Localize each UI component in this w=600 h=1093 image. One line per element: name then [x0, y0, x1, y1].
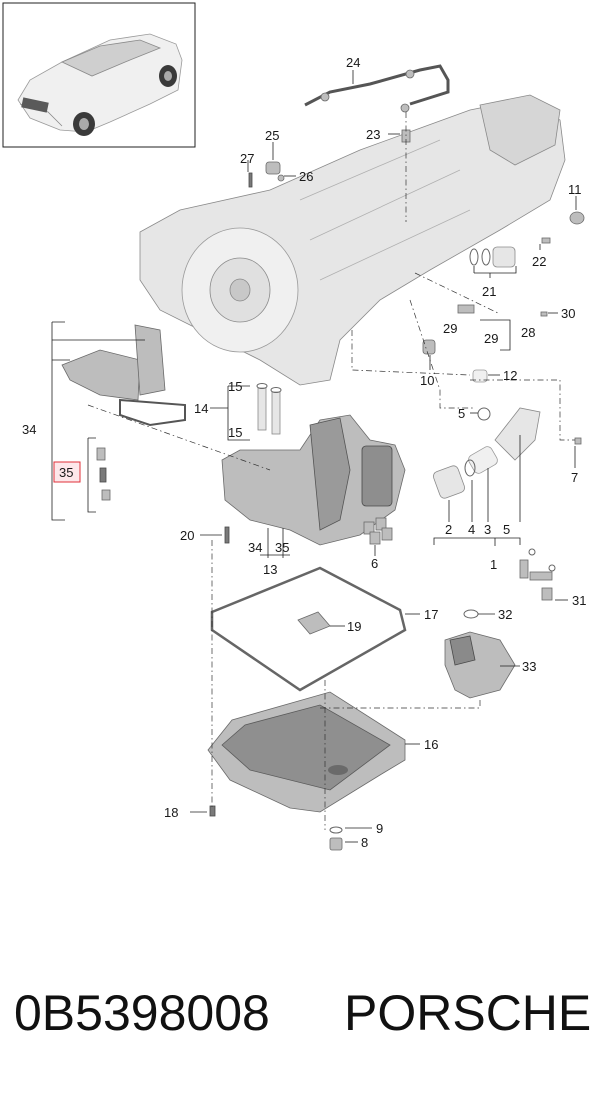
vehicle-thumbnail	[2, 2, 196, 148]
callout-34b: 34	[248, 540, 262, 555]
part-14-tubes	[256, 383, 282, 435]
callout-10: 10	[420, 373, 434, 388]
callout-22: 22	[532, 254, 546, 269]
part-33-pump	[444, 609, 516, 699]
callout-35b: 35	[275, 540, 289, 555]
callout-5a: 5	[458, 406, 465, 421]
part-24-hose	[304, 64, 450, 113]
callout-26: 26	[299, 169, 313, 184]
callout-5b: 5	[503, 522, 510, 537]
callout-13: 13	[263, 562, 277, 577]
callout-12: 12	[503, 368, 517, 383]
callout-27: 27	[240, 151, 254, 166]
callout-33: 33	[522, 659, 536, 674]
solenoid-assembly	[433, 407, 541, 499]
callout-14: 14	[194, 401, 208, 416]
callout-1: 1	[490, 557, 497, 572]
callout-8: 8	[361, 835, 368, 850]
callout-21: 21	[482, 284, 496, 299]
callout-28: 28	[521, 325, 535, 340]
callout-7: 7	[571, 470, 578, 485]
footer: 0B5398008 PORSCHE	[0, 978, 600, 1048]
small-fittings-top	[248, 129, 585, 445]
callout-34a: 34	[22, 422, 36, 437]
callout-3: 3	[484, 522, 491, 537]
part-31-fittings	[519, 548, 556, 601]
callout-9: 9	[376, 821, 383, 836]
svg-text:35: 35	[59, 465, 73, 480]
callout-19: 19	[347, 619, 361, 634]
callout-6: 6	[371, 556, 378, 571]
callout-29a: 29	[443, 321, 457, 336]
part-20-bolt	[224, 526, 230, 544]
brand-name: PORSCHE	[344, 985, 592, 1041]
part-19-filter	[297, 611, 331, 635]
part-35-sensors	[96, 447, 111, 501]
callout-32: 32	[498, 607, 512, 622]
callout-24: 24	[346, 55, 360, 70]
callout-16: 16	[424, 737, 438, 752]
callout-labels: 24 23 25 27 26 11 22 21 30 29 28 29 10 1…	[22, 55, 586, 850]
callout-25: 25	[265, 128, 279, 143]
callout-31: 31	[572, 593, 586, 608]
callout-29b: 29	[484, 331, 498, 346]
drain-plug-parts	[209, 805, 343, 851]
highlighted-callout-35: 35	[53, 461, 81, 483]
part-16-oil-pan	[207, 691, 406, 813]
guide-lines	[87, 112, 575, 830]
callout-15b: 15	[228, 425, 242, 440]
callout-4: 4	[468, 522, 475, 537]
callout-2: 2	[445, 522, 452, 537]
part-number: 0B5398008	[14, 985, 270, 1041]
callout-20: 20	[180, 528, 194, 543]
part-34-conductor-plate	[61, 324, 186, 427]
callout-30: 30	[561, 306, 575, 321]
part-13-valve-body	[221, 414, 406, 546]
part-6-valves	[363, 517, 393, 545]
callout-11: 11	[568, 182, 582, 197]
callout-18: 18	[164, 805, 178, 820]
transmission-housing	[139, 94, 566, 386]
callout-15a: 15	[228, 379, 242, 394]
callout-17: 17	[424, 607, 438, 622]
car-icon	[17, 33, 183, 136]
callout-23: 23	[366, 127, 380, 142]
leader-lines	[51, 70, 577, 843]
